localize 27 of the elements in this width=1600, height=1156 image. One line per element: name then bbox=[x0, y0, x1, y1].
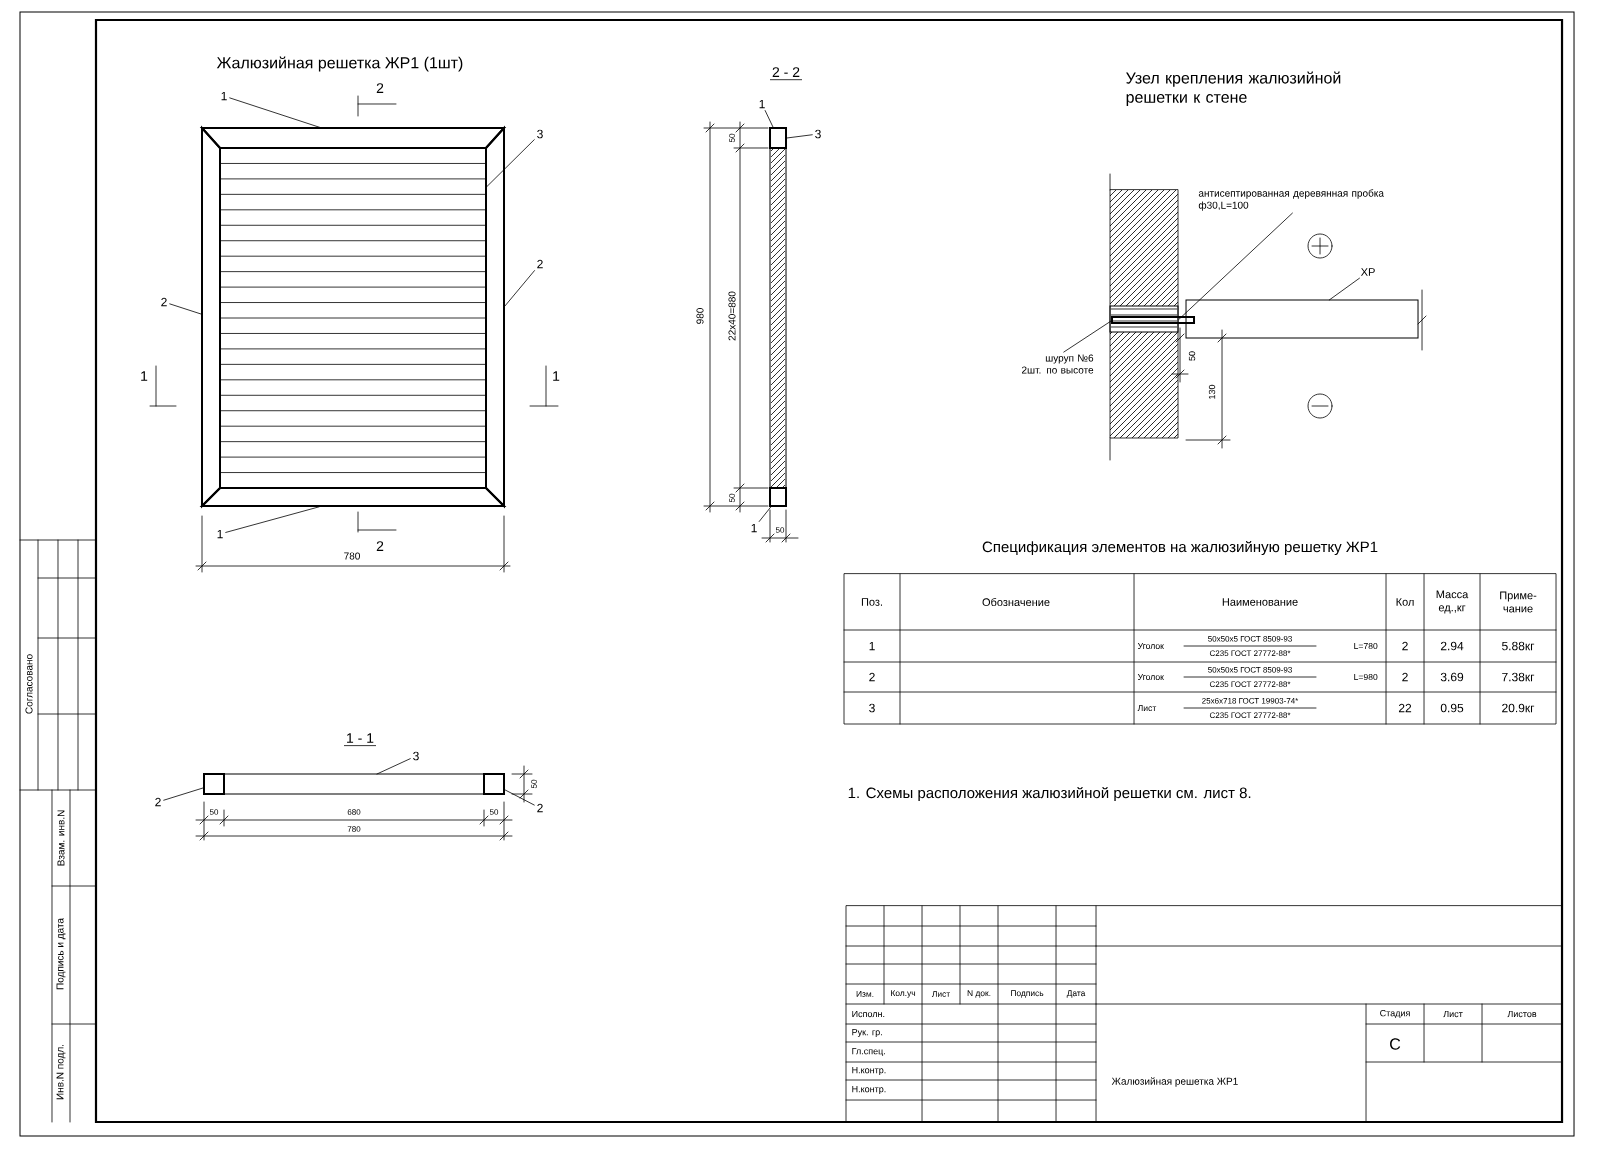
screw bbox=[1111, 316, 1195, 324]
leader-line bbox=[758, 506, 772, 522]
drawing-title: Жалюзийная решетка ЖР1 (1шт) bbox=[216, 56, 463, 72]
louvre-slats bbox=[769, 147, 787, 489]
leader-line bbox=[163, 787, 205, 801]
frame-angle bbox=[483, 773, 505, 795]
frame-angle bbox=[203, 773, 225, 795]
leader-line bbox=[786, 134, 813, 139]
detail-title: Узел крепления жалюзийной решетки к стене bbox=[1126, 71, 1341, 106]
leader-line bbox=[225, 506, 320, 533]
louvre-slats bbox=[219, 147, 487, 489]
leader-line bbox=[229, 97, 323, 129]
leader-line bbox=[169, 303, 203, 315]
leader-line bbox=[504, 789, 535, 806]
leader-line bbox=[764, 110, 774, 129]
leader-line bbox=[1328, 277, 1360, 301]
leader-line bbox=[504, 270, 535, 307]
wood-plug bbox=[1109, 305, 1179, 333]
leader-line bbox=[376, 758, 411, 775]
leader-line bbox=[486, 139, 535, 188]
frame-angle bbox=[769, 487, 787, 507]
louvre-slat bbox=[223, 773, 485, 795]
stage-letter: С bbox=[1390, 1038, 1401, 1050]
leader-line bbox=[1178, 212, 1293, 320]
leader-line bbox=[1063, 320, 1113, 353]
louvre-grille bbox=[1185, 299, 1419, 339]
frame-angle bbox=[769, 127, 787, 149]
